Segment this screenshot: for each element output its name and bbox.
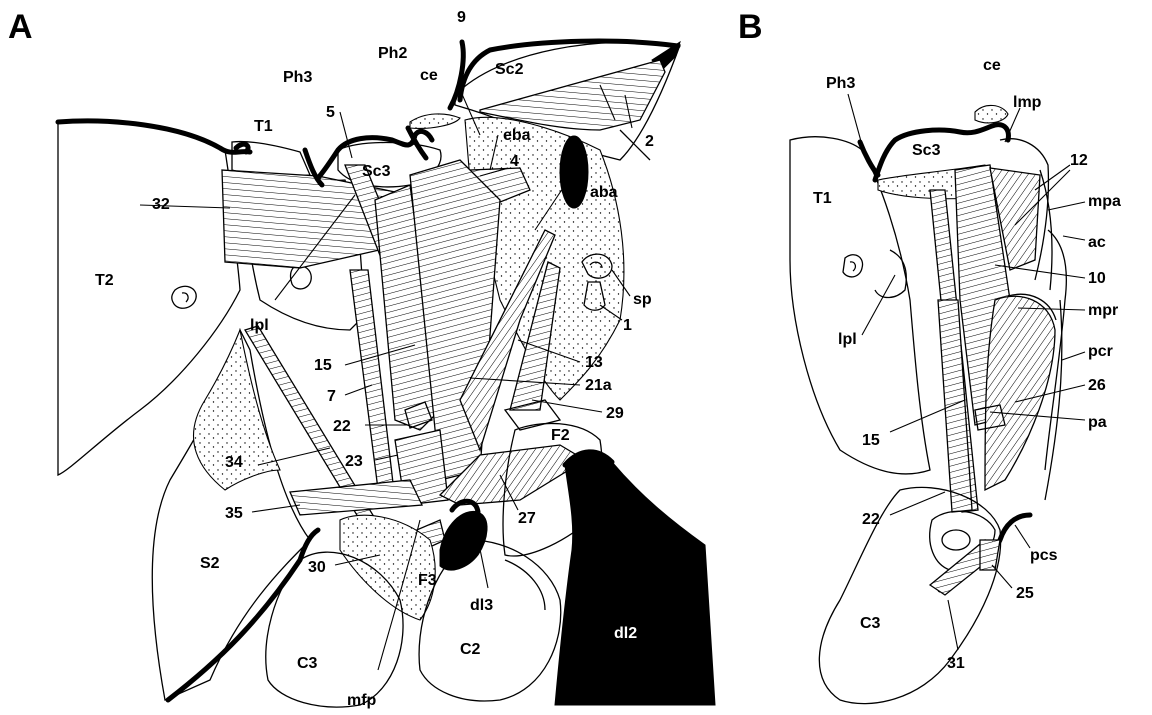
label-ph3-a: Ph3 [283,69,312,86]
muscle-35 [290,480,422,515]
label-23: 23 [345,453,363,470]
lead-pcs [1015,525,1030,548]
label-15-b: 15 [862,432,880,449]
label-32: 32 [152,196,170,213]
lead-5 [340,112,352,158]
label-22-b: 22 [862,511,880,528]
label-dl2: dl2 [614,625,637,642]
lead-ac [1063,236,1085,240]
label-sp: sp [633,291,652,308]
panel-b-labels: Ph3 ce lmp Sc3 12 T1 mpa ac 10 lpl mpr p… [813,57,1121,672]
label-pa: pa [1088,414,1107,431]
label-dl3: dl3 [470,597,493,614]
lead-ph3-b [848,94,862,145]
dl3-ring [452,501,478,512]
label-pcs: pcs [1030,547,1058,564]
label-4: 4 [510,153,519,170]
label-pcr: pcr [1088,343,1113,360]
label-c3-a: C3 [297,655,318,672]
label-sc3-b: Sc3 [912,142,941,159]
label-35: 35 [225,505,243,522]
label-t1-a: T1 [254,118,273,135]
label-1: 1 [623,317,632,334]
c3-b-coxa [819,487,1000,703]
label-eba: eba [503,127,531,144]
panel-a: A [8,8,715,707]
label-26: 26 [1088,377,1106,394]
label-22-a: 22 [333,418,351,435]
label-13: 13 [585,354,603,371]
label-mpa: mpa [1088,193,1121,210]
label-5: 5 [326,104,335,121]
lead-pcr [1062,352,1085,360]
label-27: 27 [518,510,536,527]
label-21a: 21a [585,377,612,394]
lead-31 [948,600,958,650]
label-t2: T2 [95,272,114,289]
label-s2: S2 [200,555,220,572]
dark-oval [560,136,588,208]
label-25: 25 [1016,585,1034,602]
label-ac: ac [1088,234,1106,251]
c3-b-inner-oval [942,530,970,550]
muscle-25 [980,540,1000,570]
lead-10 [995,265,1085,278]
label-ph3-b: Ph3 [826,75,855,92]
t2-dorsal-margin [58,121,250,152]
ce-b-plate [975,105,1008,122]
label-c2: C2 [460,641,481,658]
lead-lpl-b [862,275,895,335]
muscle-26 [985,296,1055,490]
label-f2: F2 [551,427,570,444]
label-t1-b: T1 [813,190,832,207]
label-12: 12 [1070,152,1088,169]
label-29: 29 [606,405,624,422]
label-sc2: Sc2 [495,61,524,78]
label-31: 31 [947,655,965,672]
label-2: 2 [645,133,654,150]
panel-b-letter: B [738,8,763,46]
lead-mpa [1048,202,1085,210]
lpl-spiracle [291,266,312,289]
label-c3-b: C3 [860,615,881,632]
lead-22-b [890,492,945,515]
label-ce-b: ce [983,57,1001,74]
label-7: 7 [327,388,336,405]
panel-a-letter: A [8,8,33,46]
label-mpr: mpr [1088,302,1118,319]
lead-29 [532,400,602,412]
label-34: 34 [225,454,243,471]
label-15-a: 15 [314,357,332,374]
label-mfp: mfp [347,692,377,709]
label-sc3-a: Sc3 [362,163,391,180]
label-f3: F3 [418,572,437,589]
label-ce-a: ce [420,67,438,84]
label-10: 10 [1088,270,1106,287]
label-ph2: Ph2 [378,45,407,62]
label-30: 30 [308,559,326,576]
t1-b-spiracle [843,255,863,277]
ce-plate [410,114,460,129]
ph3-b-phragma [860,142,878,175]
label-9: 9 [457,9,466,26]
label-lpl-b: lpl [838,331,857,348]
label-lpl-a: lpl [250,317,269,334]
label-aba: aba [590,184,618,201]
dl2-blob [555,452,715,705]
label-lmp: lmp [1013,94,1042,111]
t2-spiracle [172,286,196,308]
